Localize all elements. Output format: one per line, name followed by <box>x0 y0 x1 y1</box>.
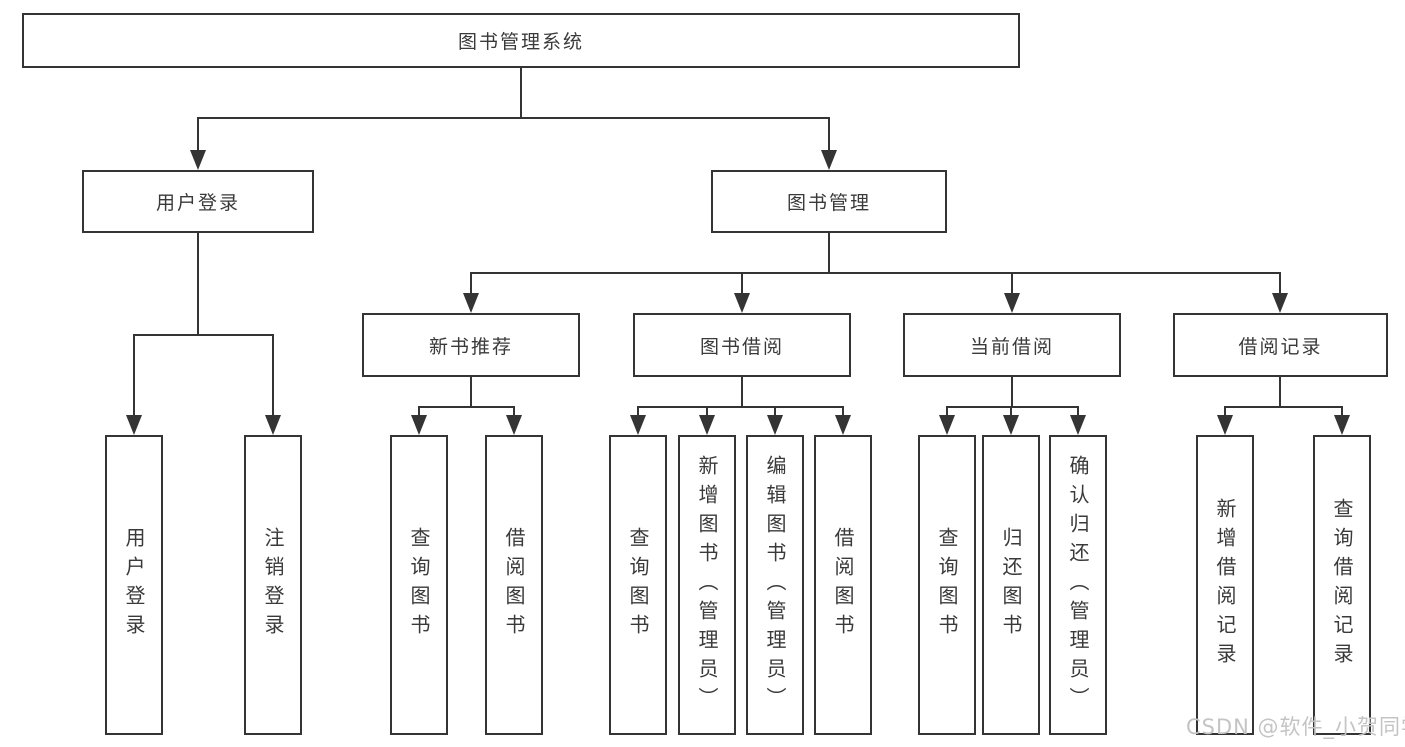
node-book-borrowing: 图书借阅 <box>633 313 851 377</box>
node-query-borrow-record: 查询借阅记录 <box>1313 435 1371 735</box>
node-user-login-leaf: 用户登录 <box>105 435 163 735</box>
node-current-borrowing: 当前借阅 <box>903 313 1121 377</box>
node-confirm-return-admin: 确认归还（管理员） <box>1049 435 1107 735</box>
node-borrow-books-borrowing: 借阅图书 <box>814 435 872 735</box>
node-edit-book-admin: 编辑图书（管理员） <box>746 435 804 735</box>
node-root: 图书管理系统 <box>22 13 1020 68</box>
node-borrow-books-newbook: 借阅图书 <box>485 435 543 735</box>
node-user-login: 用户登录 <box>82 170 314 233</box>
node-query-books-borrowing: 查询图书 <box>609 435 667 735</box>
node-query-books-newbook: 查询图书 <box>390 435 448 735</box>
node-borrow-records: 借阅记录 <box>1173 313 1388 377</box>
node-logout: 注销登录 <box>244 435 302 735</box>
node-add-book-admin: 新增图书（管理员） <box>678 435 736 735</box>
node-query-books-current: 查询图书 <box>918 435 976 735</box>
node-return-book: 归还图书 <box>982 435 1040 735</box>
csdn-watermark: CSDN @软件_小贺同学 <box>1186 715 1405 739</box>
node-new-book-recommend: 新书推荐 <box>362 313 580 377</box>
connector-lines <box>133 68 1343 419</box>
node-book-management: 图书管理 <box>711 170 947 233</box>
node-add-borrow-record: 新增借阅记录 <box>1196 435 1254 735</box>
